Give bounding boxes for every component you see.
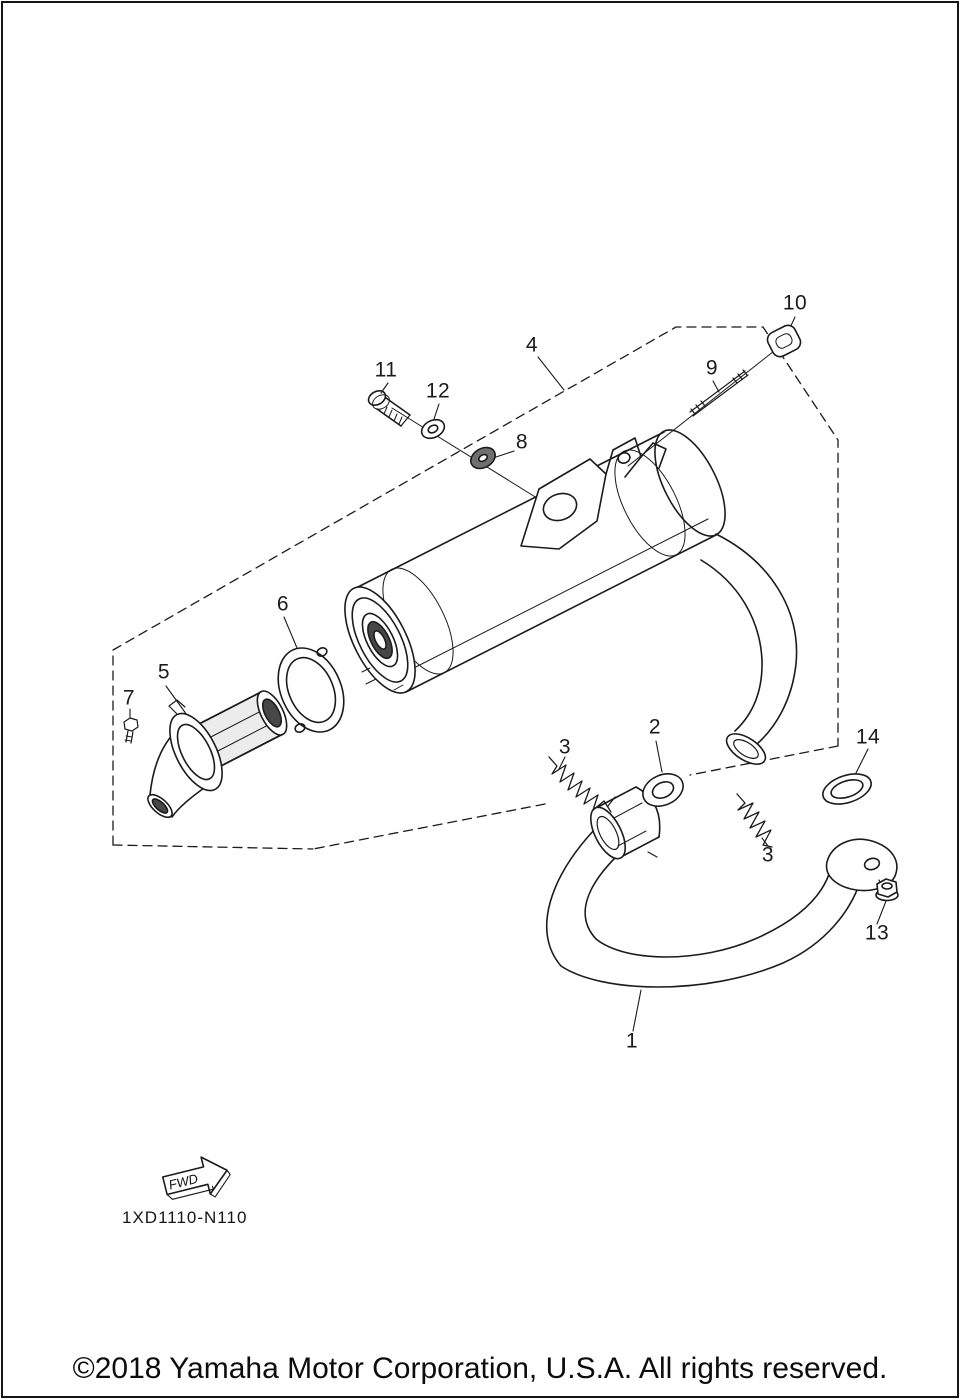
collar-8: [469, 446, 497, 470]
spring-3-upper: [548, 756, 612, 813]
callout-4: 4: [525, 333, 539, 357]
bolt-11: [367, 389, 411, 427]
callout-5: 5: [157, 660, 171, 684]
diagram-code: 1XD1110-N110: [122, 1208, 248, 1227]
mounting-bracket: [520, 437, 667, 550]
callout-3b: 3: [761, 843, 775, 867]
nut-13: [875, 878, 899, 902]
stud-9: [689, 369, 749, 417]
gasket-14: [822, 773, 872, 805]
callout-10: 10: [782, 291, 808, 315]
callout-1: 1: [625, 1029, 639, 1053]
gasket-6: [277, 647, 345, 733]
callout-2: 2: [648, 715, 662, 739]
callout-3a: 3: [558, 735, 572, 759]
axis-lines: [391, 343, 784, 504]
muffler-inlet-pipe: [700, 533, 798, 765]
damper-10: [766, 324, 802, 358]
spring-3-lower: [736, 793, 773, 848]
washer-12: [420, 418, 446, 440]
gasket-ring-2: [642, 773, 684, 807]
callout-11: 11: [374, 358, 398, 382]
callout-7: 7: [122, 686, 136, 710]
bolt-7: [123, 717, 139, 744]
callout-9: 9: [705, 356, 719, 380]
muffler-body: [344, 429, 726, 694]
callout-6: 6: [276, 592, 290, 616]
fwd-label: FWD: [167, 1171, 199, 1193]
callout-8: 8: [515, 430, 529, 454]
fwd-arrow: [161, 1156, 231, 1200]
callout-14: 14: [855, 725, 881, 749]
exhaust-header-pipe: [546, 786, 898, 988]
copyright-text: ©2018 Yamaha Motor Corporation, U.S.A. A…: [72, 1352, 888, 1385]
callout-12: 12: [425, 379, 451, 403]
tail-pipe: [147, 690, 288, 819]
callout-13: 13: [864, 921, 890, 945]
